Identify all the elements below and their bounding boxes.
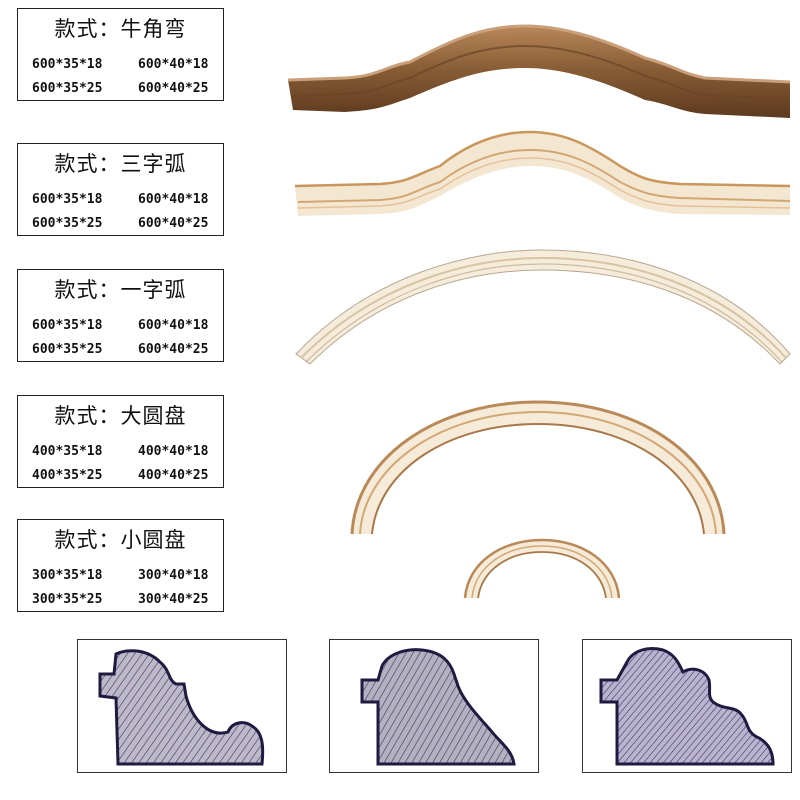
size-label: 600*40*18 xyxy=(138,318,209,333)
style-box-large-round: 款式：大圆盘 400*35*18 400*40*18 400*35*25 400… xyxy=(17,395,224,488)
size-label: 300*35*18 xyxy=(32,568,103,583)
style-title: 款式：一字弧 xyxy=(54,278,187,302)
size-label: 600*40*18 xyxy=(138,192,209,207)
size-label: 600*35*18 xyxy=(32,57,103,72)
small-round-moulding-image xyxy=(463,538,621,599)
style-title: 款式：牛角弯 xyxy=(54,17,187,41)
style-title: 款式：小圆盘 xyxy=(54,528,187,552)
style-box-single-arc: 款式：一字弧 600*35*18 600*40*18 600*35*25 600… xyxy=(17,269,224,362)
three-arc-moulding-image xyxy=(294,130,791,216)
size-label: 400*35*18 xyxy=(32,444,103,459)
size-label: 300*40*18 xyxy=(138,568,209,583)
size-label: 300*35*25 xyxy=(32,592,103,607)
size-label: 600*40*25 xyxy=(138,81,209,96)
style-box-three-arc: 款式：三字弧 600*35*18 600*40*18 600*35*25 600… xyxy=(17,143,224,236)
size-label: 600*40*18 xyxy=(138,57,209,72)
size-label: 600*35*25 xyxy=(32,81,103,96)
single-arc-moulding-image xyxy=(295,249,791,365)
ox-horn-moulding-image xyxy=(287,24,791,118)
size-label: 400*40*18 xyxy=(138,444,209,459)
size-label: 600*40*25 xyxy=(138,342,209,357)
size-label: 400*40*25 xyxy=(138,468,209,483)
style-title: 款式：大圆盘 xyxy=(54,404,187,428)
size-label: 600*35*25 xyxy=(32,342,103,357)
profile-sketch-2 xyxy=(329,639,539,773)
profile-sketch-3 xyxy=(582,639,792,773)
large-round-moulding-image xyxy=(350,400,726,535)
style-box-small-round: 款式：小圆盘 300*35*18 300*40*18 300*35*25 300… xyxy=(17,519,224,612)
profile-sketch-1 xyxy=(77,639,287,773)
size-label: 600*35*18 xyxy=(32,318,103,333)
size-label: 600*35*25 xyxy=(32,216,103,231)
size-label: 400*35*25 xyxy=(32,468,103,483)
size-label: 300*40*25 xyxy=(138,592,209,607)
size-label: 600*35*18 xyxy=(32,192,103,207)
style-title: 款式：三字弧 xyxy=(54,152,187,176)
style-box-ox-horn: 款式：牛角弯 600*35*18 600*40*18 600*35*25 600… xyxy=(17,8,224,101)
size-label: 600*40*25 xyxy=(138,216,209,231)
